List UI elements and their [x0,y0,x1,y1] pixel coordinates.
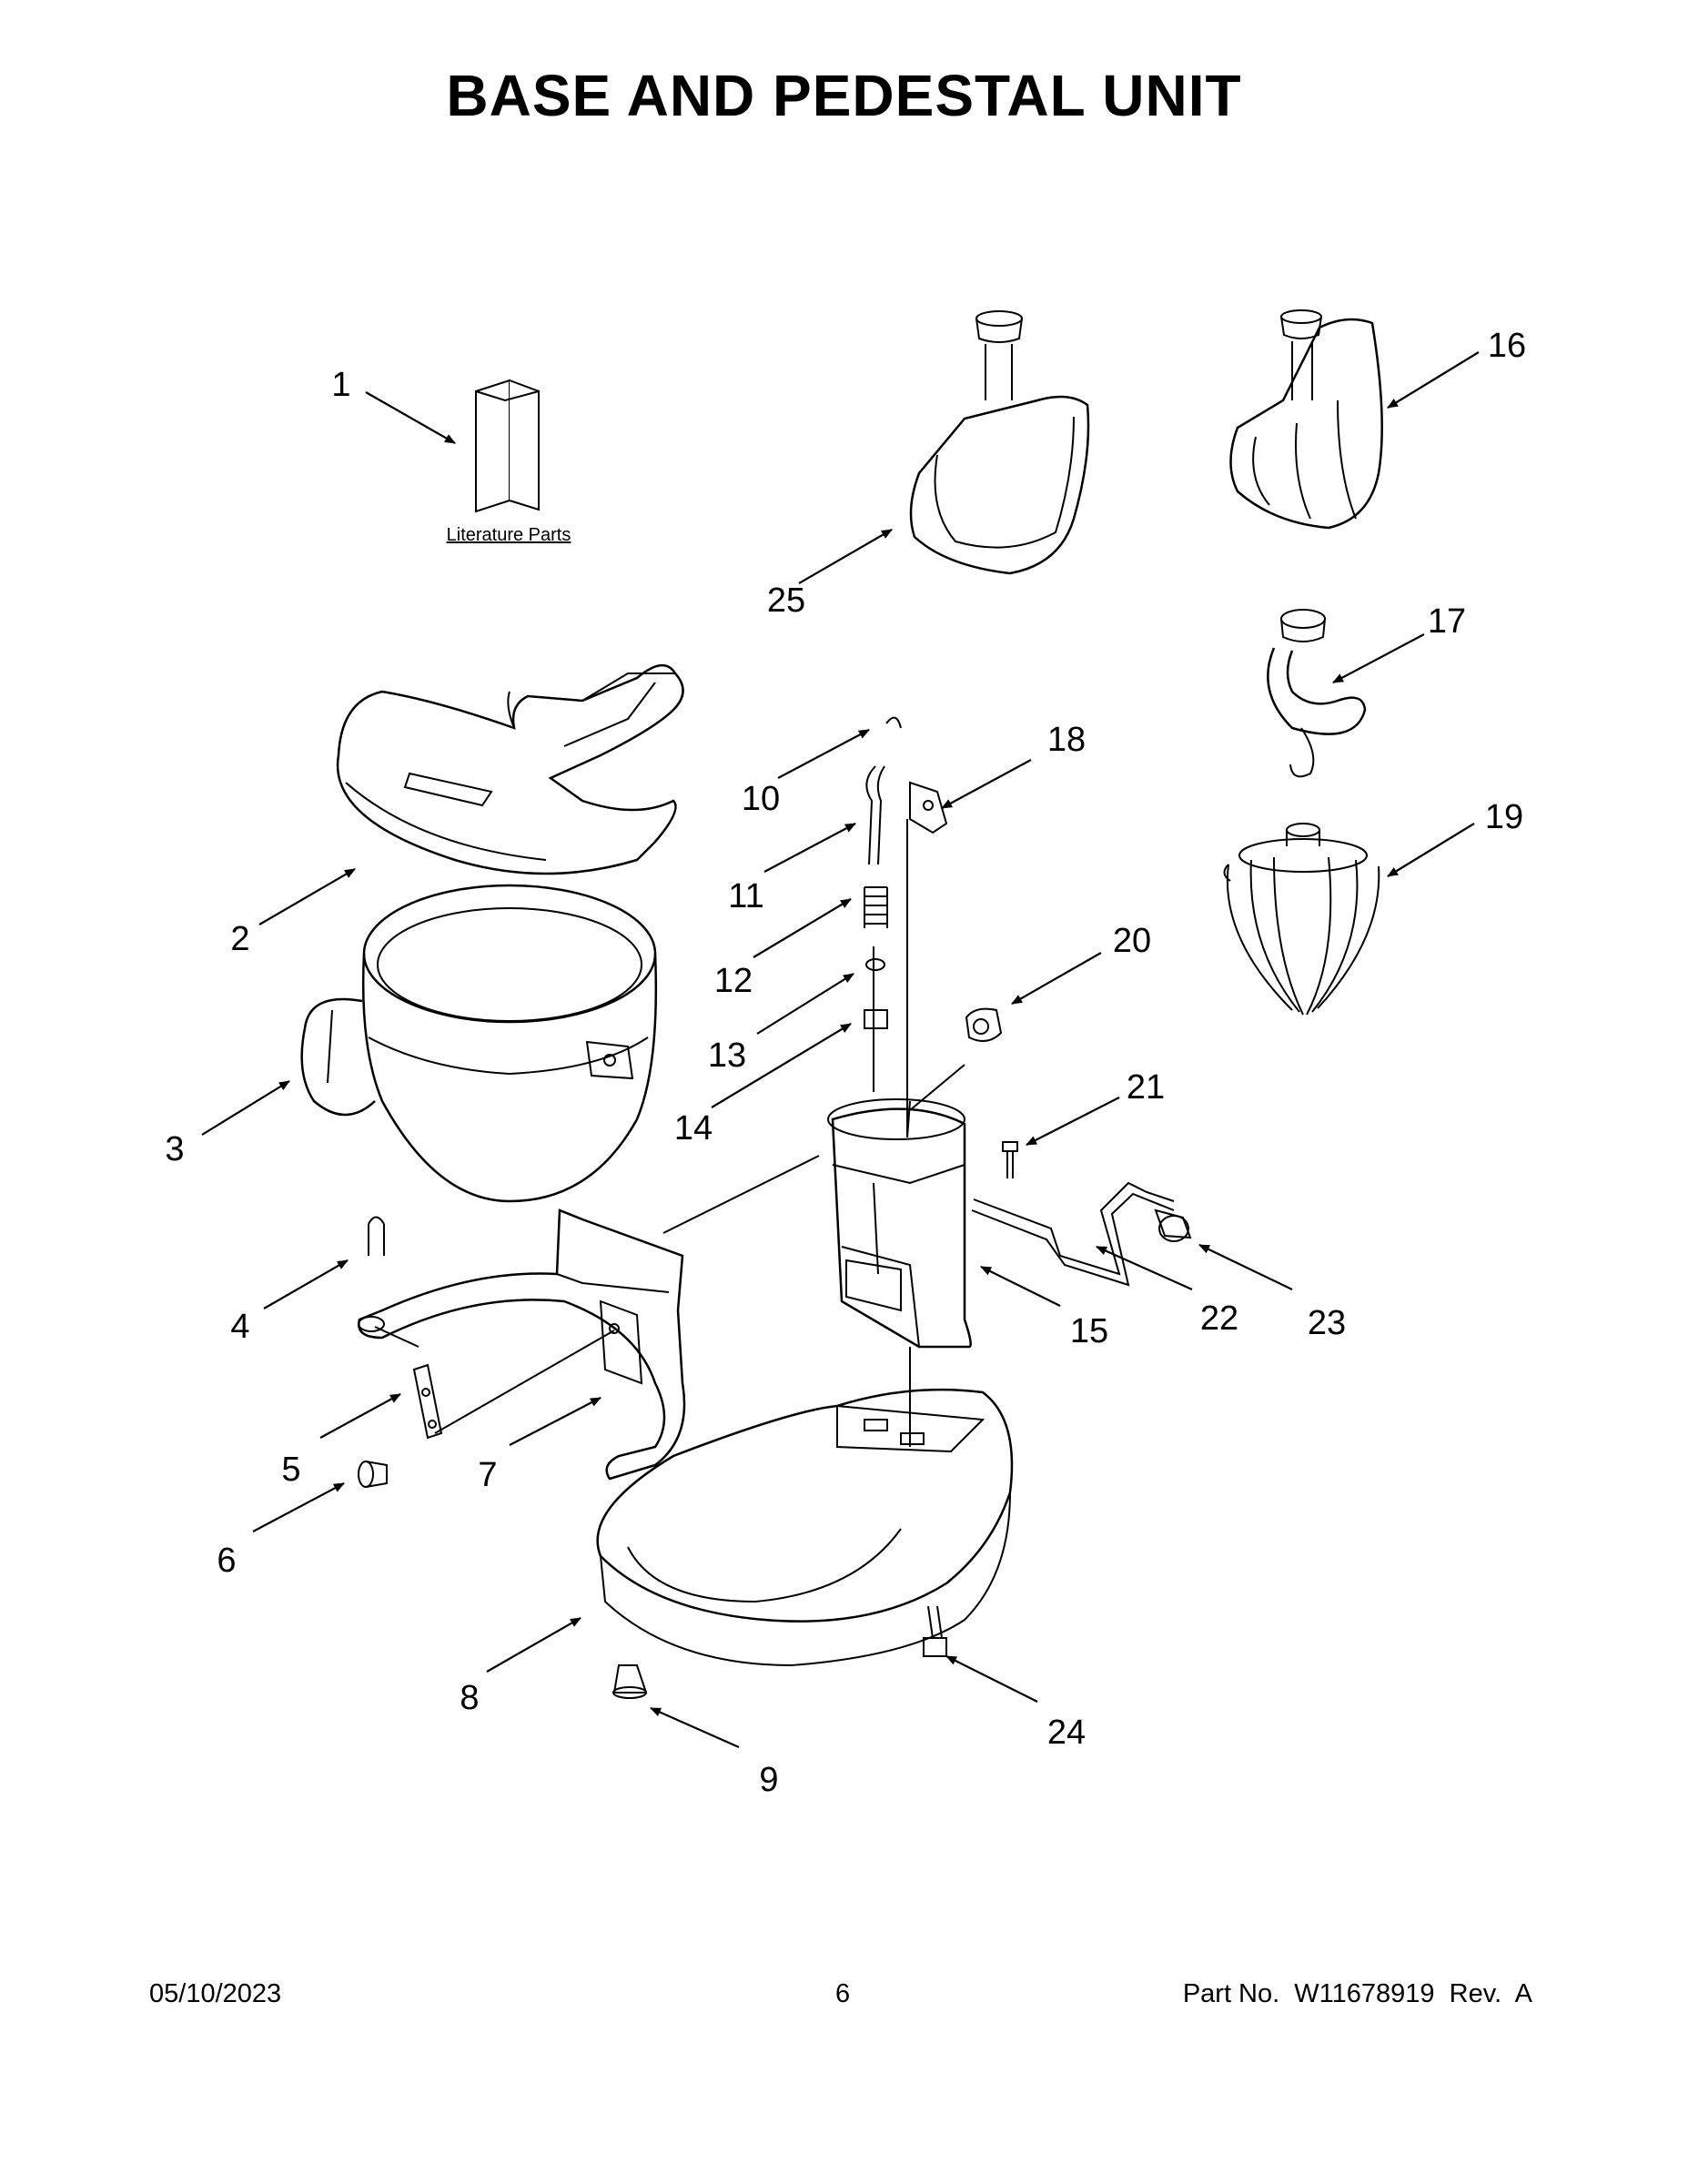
rod-part [865,765,885,865]
bowl-support-part [358,1208,686,1481]
callout-17: 17 [1428,602,1466,641]
retaining-ring-part [885,716,902,729]
callout-8: 8 [460,1679,479,1717]
mixing-bowl-part [300,884,658,1203]
callout-10: 10 [742,780,780,818]
flat-beater-part [909,310,1090,575]
pouring-shield-part [336,664,684,875]
callout-16: 16 [1488,327,1526,365]
flex-edge-beater-part [1229,309,1383,530]
callout-1: 1 [331,366,350,404]
knob-part [1154,1208,1192,1242]
callout-13: 13 [708,1036,746,1075]
base-part [596,1388,1014,1667]
callout-11: 11 [728,877,763,915]
callout-14: 14 [674,1109,713,1148]
page-title: BASE AND PEDESTAL UNIT [446,63,1242,128]
spring-part [864,886,888,928]
callout-numbers: 1 2 3 4 5 6 7 8 9 10 11 12 13 14 15 16 1… [165,327,1526,1799]
callout-22: 22 [1200,1299,1238,1338]
nut-part [864,1009,888,1029]
callout-7: 7 [478,1456,497,1494]
footer-page-number: 6 [835,1979,851,2008]
callout-5: 5 [281,1451,300,1489]
callout-21: 21 [1127,1068,1165,1107]
callout-20: 20 [1113,922,1151,960]
literature-parts-booklet [475,379,540,513]
footer-date: 05/10/2023 [149,1979,282,2008]
callout-19: 19 [1485,798,1523,836]
literature-parts-label: Literature Parts [447,525,571,545]
locating-pin-part [368,1216,385,1256]
callout-23: 23 [1308,1304,1346,1342]
callout-6: 6 [217,1542,236,1580]
callout-3: 3 [165,1130,184,1168]
screw-21-part [1002,1141,1018,1178]
callout-18: 18 [1047,721,1086,759]
dough-hook-part [1267,609,1367,778]
callout-9: 9 [759,1761,778,1799]
rubber-foot-part [612,1664,648,1699]
gear-part [965,1007,1003,1042]
callout-2: 2 [230,920,249,958]
clamp-bracket-part [412,1363,443,1440]
lift-lever-part [909,781,948,834]
callout-24: 24 [1047,1714,1086,1752]
washer-part [865,958,885,971]
wire-whip-part [1223,823,1380,1016]
callout-12: 12 [714,962,753,1000]
screw-part [358,1461,388,1488]
callout-15: 15 [1070,1312,1108,1350]
crank-handle-part [971,1181,1175,1287]
pedestal-column-part [827,1098,972,1349]
callout-leader-arrows [201,351,1480,1749]
callout-4: 4 [230,1308,249,1346]
callout-25: 25 [767,581,805,620]
footer-part-number: Part No. W11678919 Rev. A [1182,1979,1532,2008]
assembly-guide-lines [374,819,965,1447]
